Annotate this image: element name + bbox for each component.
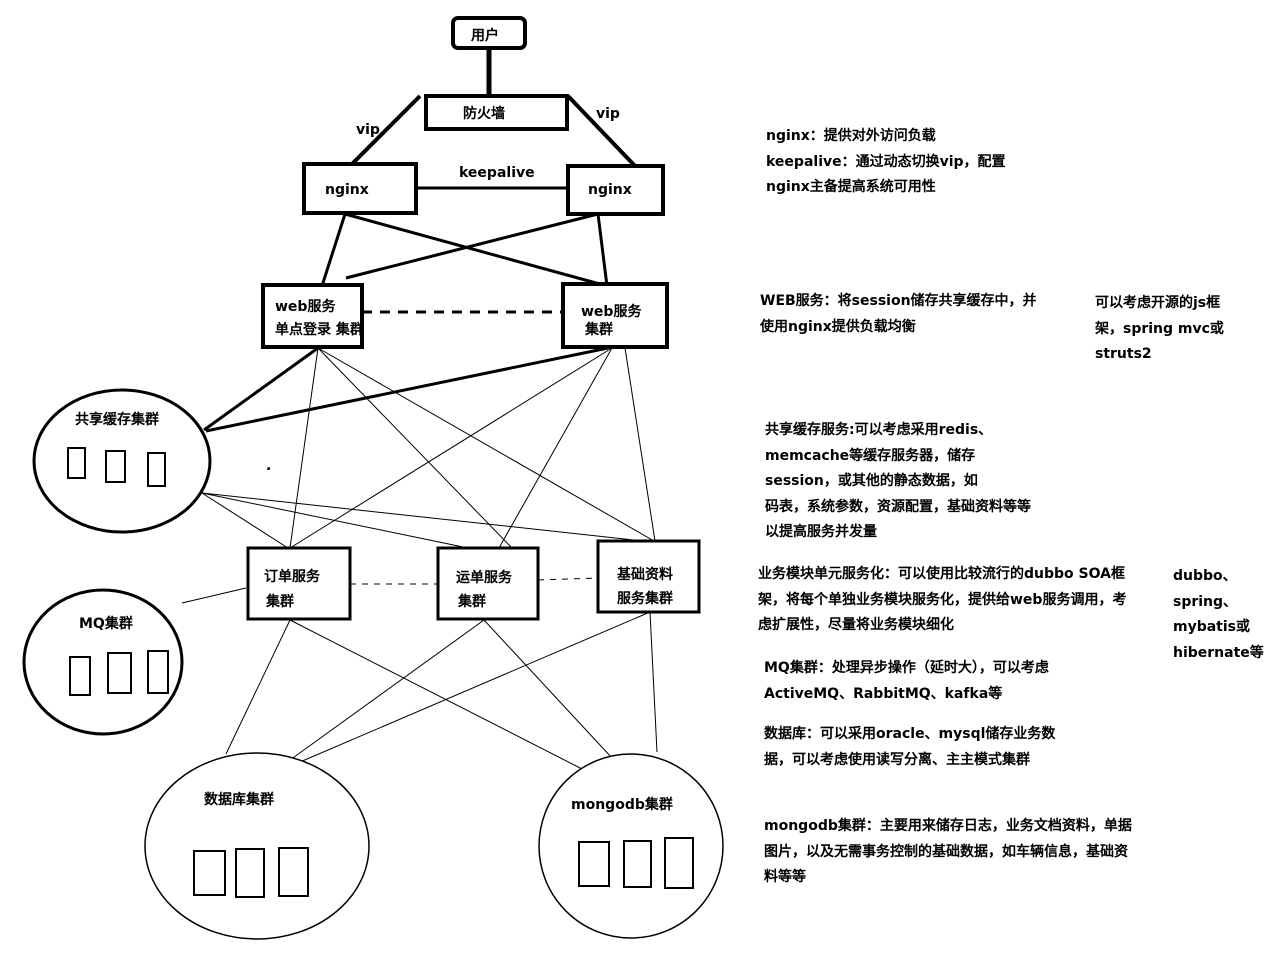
mongodb-cluster-node [538, 753, 724, 939]
web-left-cache-link [203, 346, 319, 432]
nginx-left-web-right-link [344, 212, 608, 288]
order-service-node [246, 546, 352, 621]
nginx-right-web-left-link [345, 212, 599, 280]
shipping-basic-link [537, 577, 599, 581]
order-label-2: 集群 [265, 593, 294, 610]
nginx-left-web-left-link [320, 213, 347, 287]
nginx-right-label: nginx [588, 182, 632, 198]
cache-shipping-link [201, 492, 469, 549]
cache-basic-link [201, 492, 644, 542]
firewall-node [424, 94, 569, 131]
order-mq-link [181, 587, 247, 604]
db-cluster-node [144, 752, 370, 940]
cache-cluster-node [32, 388, 212, 534]
db-server-1 [193, 850, 226, 896]
nginx-right-node [566, 164, 665, 216]
cache-server-1 [67, 447, 86, 479]
mq-server-2 [107, 652, 132, 694]
user-node [451, 16, 527, 50]
web-right-cache-link [205, 346, 609, 433]
nginx-left-label: nginx [325, 182, 369, 198]
web-right-label-2: 集群 [584, 321, 613, 338]
web-left-shipping-link [317, 347, 513, 549]
stray-mark: . [266, 458, 271, 474]
web-right-label-1: web服务 [581, 303, 642, 320]
web-right-order-link [289, 347, 613, 549]
web-left-label-2: 单点登录 集群 [275, 321, 364, 338]
mq-cluster-label: MQ集群 [79, 615, 133, 632]
shipping-service-node [436, 546, 540, 621]
web-right-basic-link [624, 347, 656, 542]
business-note: 业务模块单元服务化：可以使用比较流行的dubbo SOA框 架，将每个单独业务模… [758, 566, 1127, 633]
nginx-note: nginx：提供对外访问负载 keepalive：通过动态切换vip，配置 ng… [766, 128, 1006, 195]
cache-server-3 [147, 452, 166, 487]
connectors [181, 50, 658, 771]
web-left-label-1: web服务 [275, 298, 336, 315]
cache-server-2 [105, 450, 126, 483]
db-cluster-label: 数据库集群 [204, 791, 274, 808]
basic-db-link [299, 611, 651, 763]
mongodb-server-3 [664, 837, 694, 889]
shipping-db-link [289, 619, 485, 761]
vip-right-label: vip [596, 106, 620, 122]
basic-label-1: 基础资料 [617, 566, 673, 583]
shipping-label-2: 集群 [457, 593, 486, 610]
web-left-order-link [289, 347, 319, 549]
nginx-right-web-right-link [596, 213, 609, 287]
mq-server-1 [69, 656, 91, 696]
keepalive-label: keepalive [459, 165, 535, 181]
nginx-left-node [302, 162, 418, 215]
order-mongodb-link [289, 619, 585, 771]
basic-label-2: 服务集群 [617, 590, 673, 607]
cache-note: 共享缓存服务:可以考虑采用redis、 memcache等缓存服务器，储存 se… [765, 422, 1031, 540]
cache-cluster-label: 共享缓存集群 [75, 411, 159, 428]
web-left-basic-link [317, 347, 655, 542]
order-db-link [225, 619, 291, 755]
shipping-mongodb-link [483, 619, 613, 759]
business-side-note: dubbo、 spring、 mybatis或 hibernate等 [1173, 568, 1264, 661]
db-server-2 [235, 848, 265, 898]
web-left-node [261, 283, 364, 349]
db-server-3 [278, 847, 309, 897]
cache-order-link [201, 492, 289, 549]
mq-server-3 [147, 650, 169, 694]
basic-data-service-node [596, 539, 701, 614]
mq-note: MQ集群：处理异步操作（延时大），可以考虑 ActiveMQ、RabbitMQ、… [764, 660, 1049, 702]
firewall-nginx-left-link [348, 94, 422, 168]
shipping-label-1: 运单服务 [456, 569, 513, 586]
web-right-node [561, 282, 669, 349]
user-label: 用户 [471, 27, 499, 44]
vip-left-label: vip [356, 122, 380, 138]
mongodb-server-2 [623, 840, 652, 888]
web-right-shipping-link [498, 347, 613, 549]
order-label-1: 订单服务 [264, 568, 321, 585]
web-note: WEB服务：将session储存共享缓存中，并 使用nginx提供负载均衡 [760, 293, 1037, 335]
database-note: 数据库：可以采用oracle、mysql储存业务数 据，可以考虑使用读写分离、主… [764, 726, 1056, 768]
web-side-note: 可以考虑开源的js框 架，spring mvc或 struts2 [1095, 295, 1224, 362]
basic-mongodb-link [649, 611, 658, 753]
mongodb-cluster-label: mongodb集群 [571, 796, 673, 813]
mongodb-note: mongodb集群：主要用来储存日志，业务文档资料，单据 图片，以及无需事务控制… [764, 818, 1132, 885]
mongodb-server-1 [578, 841, 610, 887]
mq-cluster-node [22, 588, 184, 736]
firewall-nginx-right-link [566, 94, 637, 168]
firewall-label: 防火墙 [463, 105, 505, 122]
